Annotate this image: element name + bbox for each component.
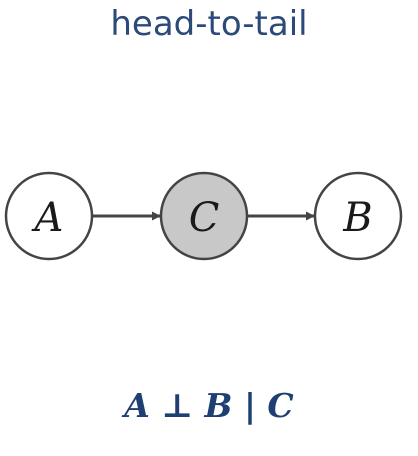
node-c-circle	[159, 171, 249, 261]
node-a-circle	[4, 171, 94, 261]
node-b: B	[313, 171, 403, 261]
node-a: A	[4, 171, 94, 261]
diagram-title: head-to-tail	[110, 4, 308, 44]
node-c: C	[159, 171, 249, 261]
node-a-label: A	[31, 195, 64, 241]
node-c-label: C	[189, 195, 220, 241]
independence-formula: A ⊥ B | C	[124, 386, 294, 425]
node-b-label: B	[342, 195, 372, 241]
node-b-circle	[313, 171, 403, 261]
